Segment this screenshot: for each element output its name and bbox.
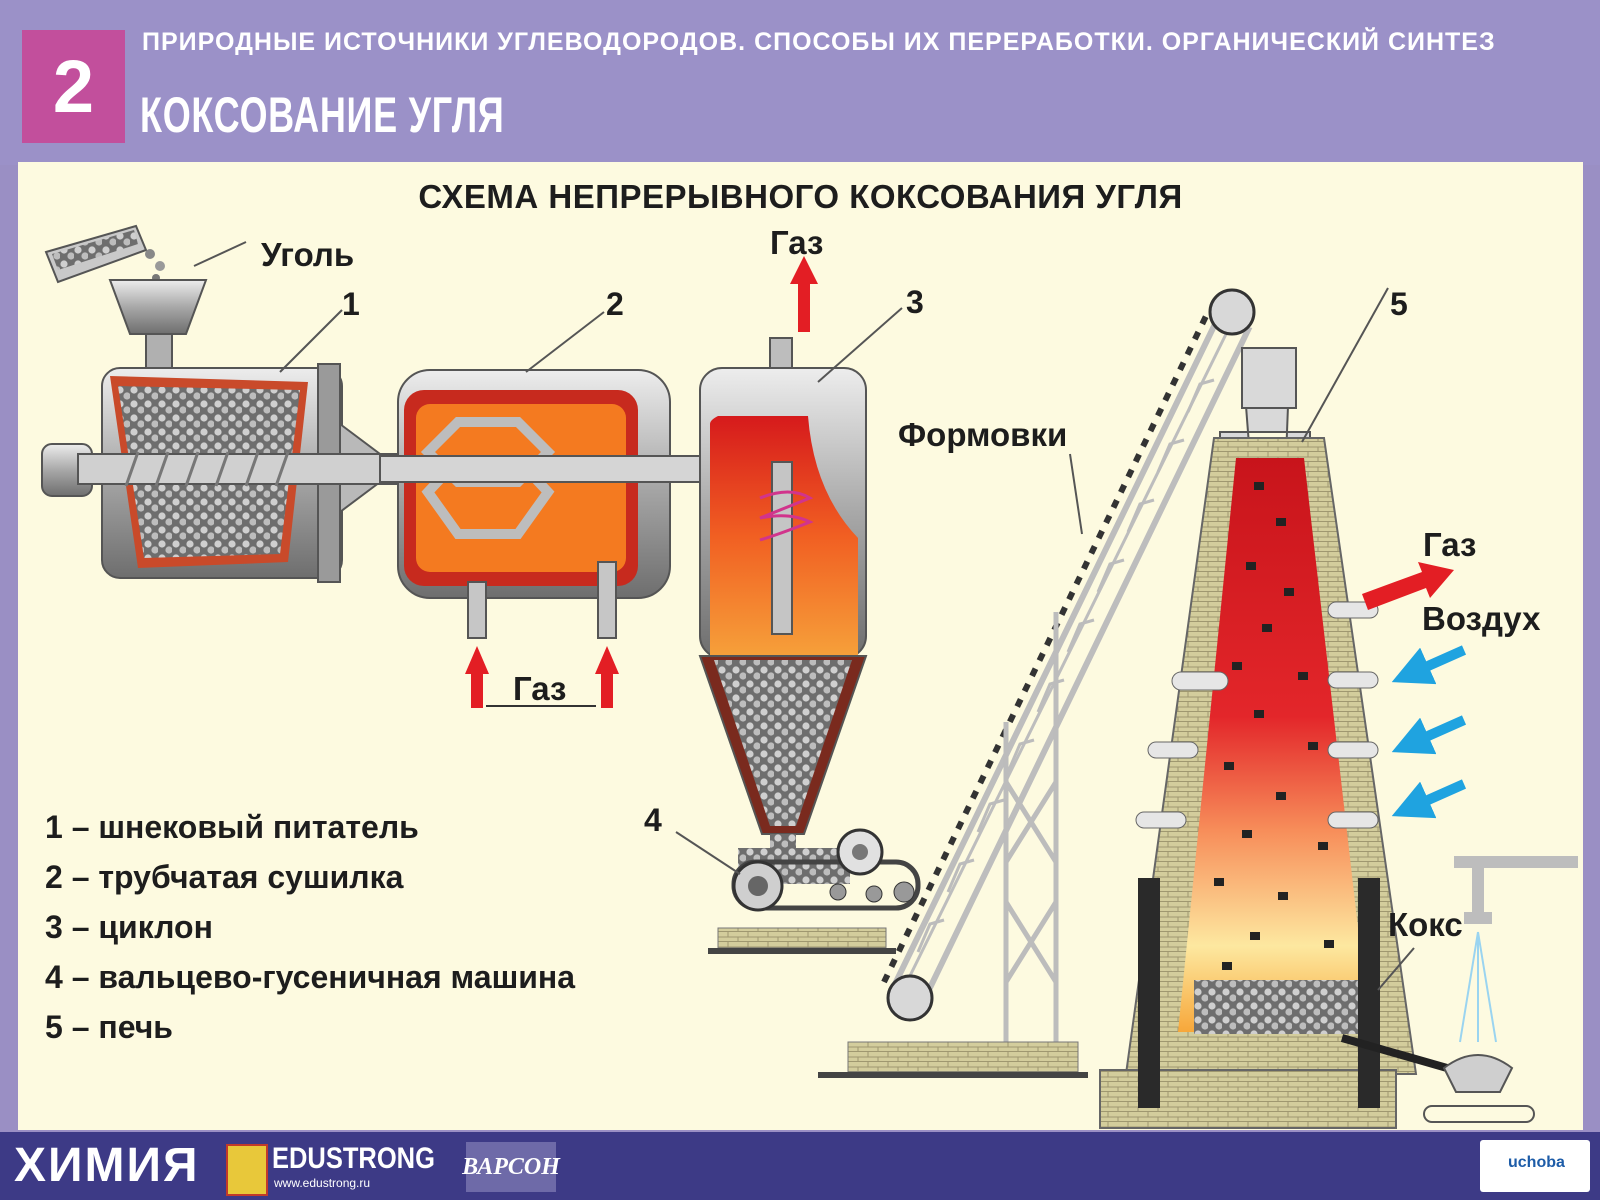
brand-name: EDUSTRONG bbox=[272, 1142, 435, 1175]
leader-2 bbox=[525, 311, 605, 373]
legend-item: 1 – шнековый питатель bbox=[45, 809, 419, 845]
marker-3: 3 bbox=[906, 284, 924, 320]
label-air: Воздух bbox=[1422, 600, 1541, 637]
leader-coal bbox=[193, 241, 247, 267]
leader-3 bbox=[817, 307, 903, 383]
leader-coke bbox=[1377, 947, 1415, 991]
edu-badge: uchoba bbox=[1480, 1140, 1590, 1192]
chart-supertitle: ПРИРОДНЫЕ ИСТОЧНИКИ УГЛЕВОДОРОДОВ. СПОСО… bbox=[142, 28, 1496, 56]
label-coal: Уголь bbox=[261, 236, 355, 273]
furnace bbox=[1099, 347, 1578, 1129]
furnace-gas-arrow bbox=[1362, 562, 1454, 610]
gas-out-arrow bbox=[790, 256, 818, 332]
footer-bar: ХИМИЯ EDUSTRONG www.edustrong.ru ВАРСОН … bbox=[0, 1132, 1600, 1200]
leader-moldings bbox=[1069, 453, 1083, 535]
marker-4: 4 bbox=[644, 802, 662, 838]
diagram-canvas bbox=[41, 224, 1578, 1129]
legend-item: 3 – циклон bbox=[45, 909, 213, 945]
screw-feeder bbox=[41, 279, 409, 583]
edu-badge-text: uchoba bbox=[1508, 1154, 1565, 1171]
leader-4 bbox=[675, 831, 741, 875]
label-gas-top: Газ bbox=[770, 224, 824, 261]
publisher-logo: ВАРСОН bbox=[462, 1142, 560, 1192]
label-gas-furnace: Газ bbox=[1423, 526, 1477, 563]
cyclone bbox=[698, 337, 868, 864]
leader-1 bbox=[279, 309, 343, 373]
leader-5 bbox=[1301, 287, 1389, 443]
label-moldings: Формовки bbox=[898, 416, 1068, 453]
diagram-panel: СХЕМА НЕПРЕРЫВНОГО КОКСОВАНИЯ УГЛЯ bbox=[18, 162, 1583, 1130]
subject-label: ХИМИЯ bbox=[14, 1139, 200, 1192]
brand-site: www.edustrong.ru bbox=[274, 1176, 371, 1190]
marker-5: 5 bbox=[1390, 286, 1408, 322]
header-bar: 2 ПРИРОДНЫЕ ИСТОЧНИКИ УГЛЕВОДОРОДОВ. СПО… bbox=[0, 0, 1600, 165]
coal-bucket bbox=[44, 224, 165, 284]
inclined-conveyor bbox=[818, 288, 1256, 1078]
air-arrows bbox=[1391, 645, 1467, 819]
marker-1: 1 bbox=[342, 286, 360, 322]
diagram-title: СХЕМА НЕПРЕРЫВНОГО КОКСОВАНИЯ УГЛЯ bbox=[418, 178, 1183, 215]
roller-track-machine bbox=[708, 828, 921, 954]
publisher-logo-icon bbox=[226, 1144, 268, 1196]
legend-item: 2 – трубчатая сушилка bbox=[45, 859, 404, 895]
label-gas-bottom: Газ bbox=[513, 670, 567, 707]
section-number-badge: 2 bbox=[22, 30, 125, 143]
gas-in-arrows bbox=[465, 646, 619, 708]
page-title: КОКСОВАНИЕ УГЛЯ bbox=[140, 87, 505, 143]
marker-2: 2 bbox=[606, 286, 624, 322]
legend-item: 4 – вальцево-гусеничная машина bbox=[45, 959, 576, 995]
legend: 1 – шнековый питатель 2 – трубчатая суши… bbox=[45, 802, 575, 1052]
legend-item: 5 – печь bbox=[45, 1009, 173, 1045]
label-coke: Кокс bbox=[1388, 906, 1463, 943]
tube-dryer bbox=[379, 369, 713, 639]
